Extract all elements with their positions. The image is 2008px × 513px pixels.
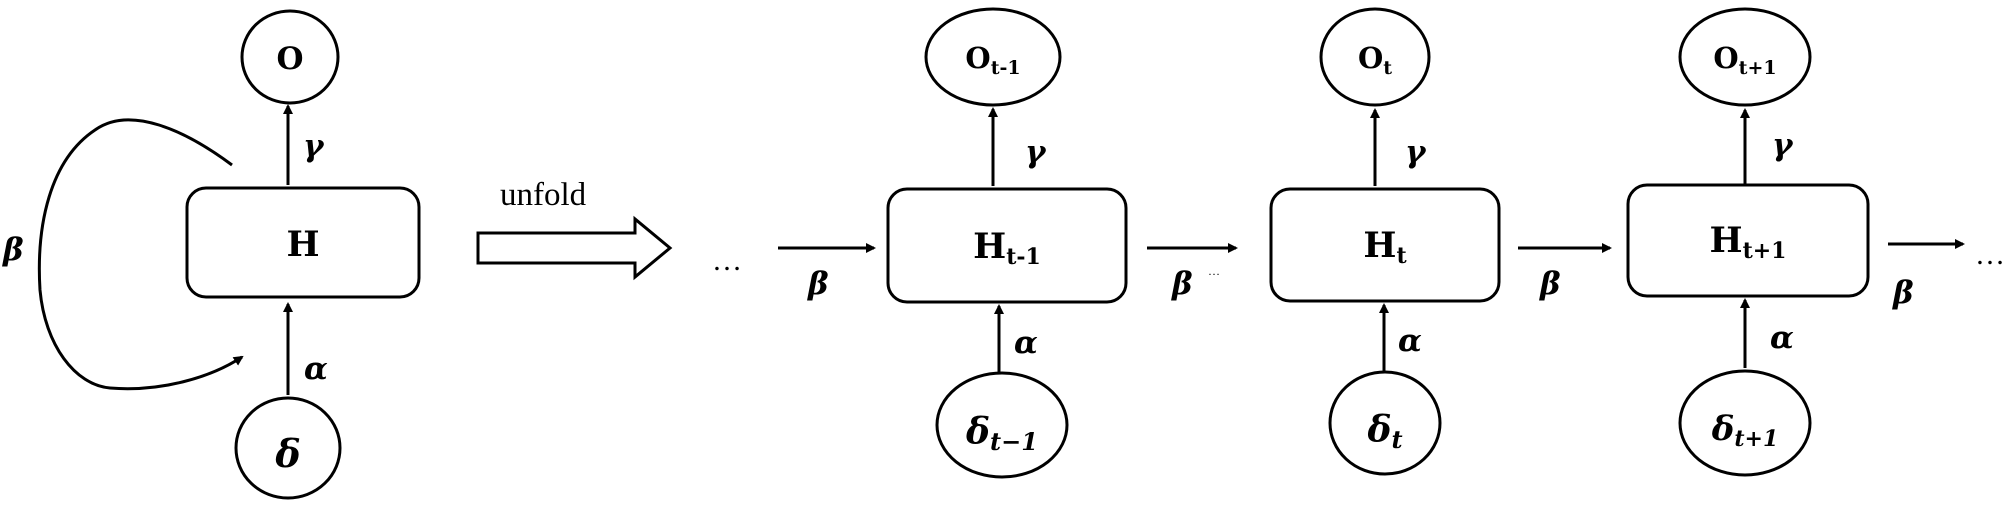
unfold-arrow	[476, 215, 673, 281]
folded-gamma-label: γ	[303, 128, 325, 164]
trailing-beta-label: β	[1892, 275, 1914, 311]
step-t-plus-1-input-node	[1678, 369, 1812, 477]
step-t-minus-1-input-label: δt−1	[965, 411, 1038, 456]
step-t-plus-1-gamma-label: γ	[1772, 127, 1794, 163]
step-t-input-label: δt	[1366, 409, 1402, 454]
small-ellipsis: …	[1208, 264, 1220, 278]
step-t-plus-1-beta-label: β	[1539, 266, 1561, 302]
step-t-plus-1-hidden-node	[1626, 183, 1870, 298]
step-t-plus-1-input-label: δt+1	[1711, 409, 1779, 452]
step-t-minus-1-output-label: Ot-1	[965, 41, 1020, 79]
step-t-plus-1-output-node	[1678, 7, 1812, 107]
unfold-label: unfold	[500, 177, 587, 213]
folded-output-node	[240, 9, 340, 105]
step-t-plus-1-output-label: Ot+1	[1713, 41, 1776, 79]
step-t-minus-1-output-node	[924, 7, 1062, 107]
recurrent-loop-arrow	[37, 118, 244, 391]
folded-alpha-label: α	[304, 351, 328, 387]
step-t-plus-1: β Ot+1 γ Ht+1 α δt+1	[1518, 7, 1870, 477]
leading-ellipsis: …	[712, 244, 742, 277]
folded-hidden-label: H	[286, 224, 319, 265]
step-t-hidden-label: Ht	[1363, 225, 1407, 269]
step-t-beta-label: β	[1171, 266, 1193, 302]
step-t-hidden-node	[1269, 187, 1501, 303]
folded-rnn: O γ H α δ β	[2, 9, 421, 500]
folded-output-label: O	[276, 41, 303, 77]
folded-input-label: δ	[274, 431, 300, 476]
step-t-minus-1-hidden-label: Ht-1	[973, 226, 1041, 270]
step-t-minus-1-hidden-node	[886, 187, 1128, 304]
step-t-gamma-label: γ	[1405, 134, 1427, 170]
step-t-minus-1-input-node	[935, 371, 1069, 479]
step-t: β Ot γ Ht α δt	[1147, 7, 1501, 476]
step-t-plus-1-alpha-label: α	[1770, 320, 1794, 356]
step-t-output-label: Ot	[1358, 41, 1392, 79]
step-t-input-node	[1328, 370, 1442, 476]
trailing-ellipsis: …	[1975, 238, 2005, 271]
step-t-minus-1-alpha-label: α	[1014, 325, 1038, 361]
step-t-minus-1: β Ot-1 γ Ht-1 α δt−1	[778, 7, 1128, 479]
step-t-output-node	[1319, 7, 1431, 107]
folded-beta-label: β	[2, 232, 24, 268]
step-t-minus-1-gamma-label: γ	[1025, 134, 1047, 170]
step-t-alpha-label: α	[1398, 323, 1422, 359]
unfold-transition: unfold	[476, 177, 673, 281]
folded-input-node	[234, 396, 342, 500]
folded-hidden-node	[185, 186, 421, 299]
step-t-minus-1-beta-label: β	[807, 266, 829, 302]
step-t-plus-1-hidden-label: Ht+1	[1710, 220, 1787, 264]
